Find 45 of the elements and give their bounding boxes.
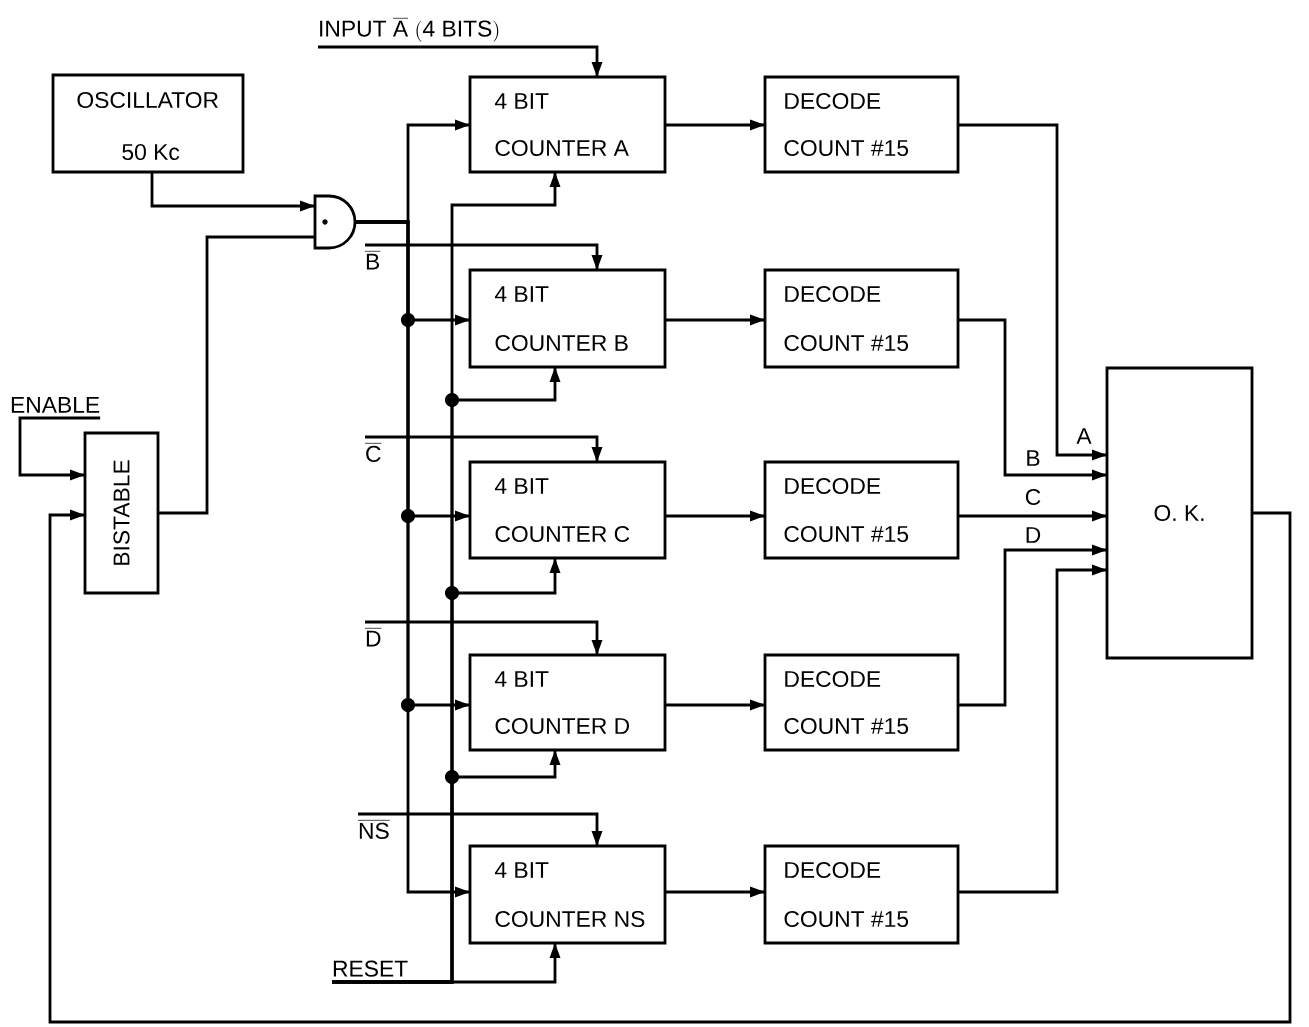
connector-arrow [958,564,1107,894]
edge-label: A [1074,426,1094,446]
signal-label: $\overline{\mathsf{B}}$ [365,251,381,270]
connector-arrow [365,243,603,270]
connector-arrow [358,812,603,846]
block-box: DECODE COUNT #15 [763,75,960,174]
edge-label: D [1023,525,1043,545]
signal-label: $\mathsf{INPUT}\ \overline{\mathsf{A}}\ \mathsf{(4\ BITS)}$ [320,18,499,42]
connector-arrow [958,123,1107,461]
edge-label: B [1023,448,1043,468]
connector-arrow [332,943,561,984]
connector-arrow [18,416,101,481]
block-box: O. K. [1105,366,1254,660]
signal-label: $\overline{\mathsf{D}}$ [365,628,382,647]
connector-arrow [318,45,603,77]
connector-arrow [958,318,1107,481]
connector-arrow [355,220,470,898]
block-box: 4 BIT COUNTER C [468,460,667,560]
connector-arrow [150,172,315,212]
signal-label: $\overline{\mathsf{C}}$ [365,443,382,462]
connector-arrow [958,544,1107,707]
edge-label: C [1023,487,1043,507]
connector-arrow [665,314,766,326]
block-box: 4 BIT COUNTER NS [468,844,667,945]
block-box: OSCILLATOR 50 Kc [51,73,245,174]
signal-label: $\overline{\mathsf{NS}}$ [358,820,390,839]
connector-arrow [48,509,1292,1024]
connector-arrow [665,510,766,522]
block-box: 4 BIT COUNTER A [468,75,667,174]
and-gate [313,194,357,250]
connector-arrow [665,886,766,898]
block-box: DECODE COUNT #15 [763,268,960,369]
signal-label: RESET [333,960,408,977]
connector-arrow [665,699,766,711]
block-box: 4 BIT COUNTER B [468,268,667,369]
connector-arrow [365,620,603,655]
block-box: DECODE COUNT #15 [763,460,960,560]
connector-arrow [958,510,1107,522]
block-box: DECODE COUNT #15 [763,653,960,752]
connector-arrow [365,435,603,462]
block-box: DECODE COUNT #15 [763,844,960,945]
block-box: 4 BIT COUNTER D [468,653,667,752]
connector-arrow [665,119,766,131]
block-box: BISTABLE [83,431,160,595]
signal-label: ENABLE [11,397,100,413]
